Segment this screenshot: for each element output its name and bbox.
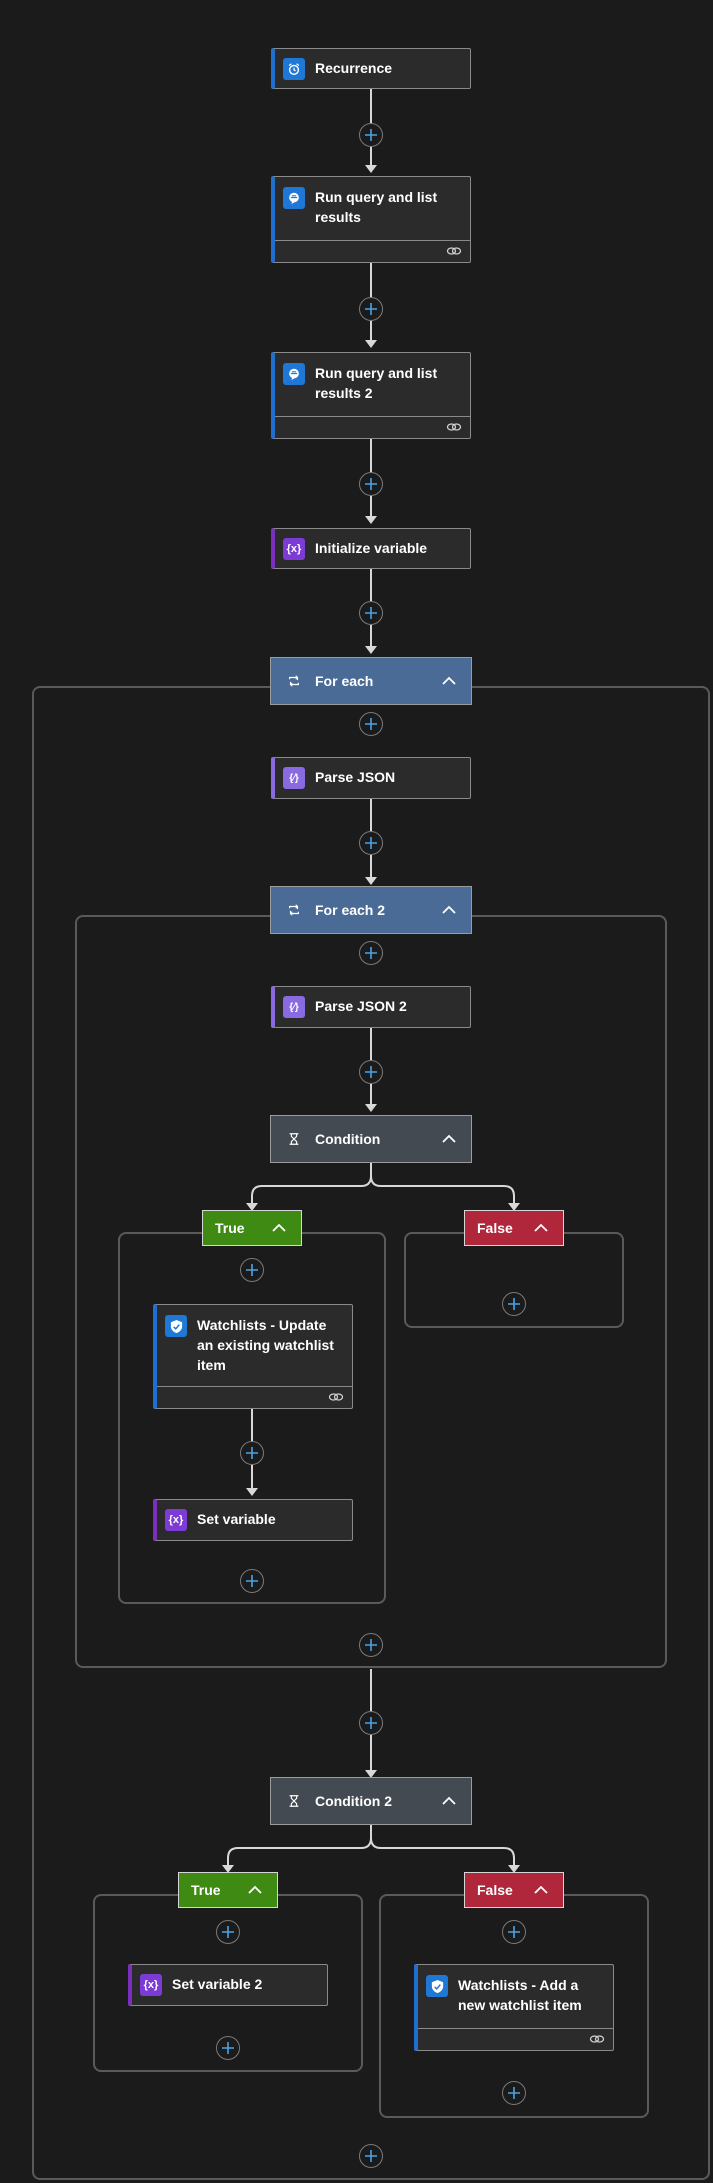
parse-json-2-step[interactable]: {⁄} Parse JSON 2 [271,986,471,1028]
set-variable-2-step[interactable]: {x} Set variable 2 [128,1964,328,2006]
condition-2-true-branch-header[interactable]: True [178,1872,278,1908]
connection-link-icon[interactable] [589,2033,605,2045]
branch-label: True [215,1220,245,1236]
chevron-up-icon[interactable] [441,1134,457,1144]
insert-step-button[interactable] [359,297,383,321]
initialize-variable-step[interactable]: {x} Initialize variable [271,528,471,569]
insert-step-button[interactable] [216,2036,240,2060]
insert-step-button[interactable] [240,1441,264,1465]
connection-footer [418,2028,613,2050]
branch-label: True [191,1882,221,1898]
chevron-up-icon[interactable] [441,676,457,686]
step-title: Run query and list results [315,189,438,225]
parse-json-step[interactable]: {⁄} Parse JSON [271,757,471,799]
insert-step-button[interactable] [359,123,383,147]
step-title: Initialize variable [315,540,428,556]
insert-step-button[interactable] [240,1569,264,1593]
insert-step-button[interactable] [502,2081,526,2105]
branch-label: False [477,1220,513,1236]
insert-step-button[interactable] [502,1920,526,1944]
chevron-up-icon[interactable] [247,1885,263,1895]
scope-title: For each [315,673,374,689]
condition-icon [289,1795,299,1807]
condition-scope-header[interactable]: Condition [270,1115,472,1163]
scope-title: Condition [315,1131,381,1147]
insert-step-button[interactable] [502,1292,526,1316]
condition-icon [289,1133,299,1145]
run-query-and-list-results-step[interactable]: Run query and list results [271,176,471,263]
for-each-scope-header[interactable]: For each [270,657,472,705]
watchlists-update-item-step[interactable]: Watchlists - Update an existing watchlis… [153,1304,353,1409]
chevron-up-icon[interactable] [441,1796,457,1806]
step-title: Set variable [197,1511,276,1527]
chevron-up-icon[interactable] [441,905,457,915]
condition-2-scope-header[interactable]: Condition 2 [270,1777,472,1825]
condition-2-false-branch-header[interactable]: False [464,1872,564,1908]
json-icon: {⁄} [283,767,305,789]
chevron-up-icon[interactable] [533,1223,549,1233]
step-title: Watchlists - Update an existing watchlis… [197,1317,334,1373]
step-title: Parse JSON [315,769,396,785]
sentinel-shield-icon [165,1315,187,1337]
scope-title: For each 2 [315,902,386,918]
chevron-up-icon[interactable] [271,1223,287,1233]
insert-step-button[interactable] [359,1060,383,1084]
insert-step-button[interactable] [216,1920,240,1944]
condition-true-branch-header[interactable]: True [202,1210,302,1246]
log-analytics-icon [283,363,305,385]
insert-step-button[interactable] [359,1633,383,1657]
insert-step-button[interactable] [359,831,383,855]
step-title: Run query and list results 2 [315,365,438,401]
loop-icon [289,904,299,916]
step-title: Recurrence [315,60,393,76]
connection-link-icon[interactable] [446,421,462,433]
variable-icon: {x} [140,1974,162,1996]
condition-true-branch-container [118,1232,386,1604]
connection-link-icon[interactable] [328,1391,344,1403]
log-analytics-icon [283,187,305,209]
json-icon: {⁄} [283,996,305,1018]
step-title: Set variable 2 [172,1976,263,1992]
condition-false-branch-header[interactable]: False [464,1210,564,1246]
connection-footer [275,240,470,262]
insert-step-button[interactable] [240,1258,264,1282]
insert-step-button[interactable] [359,472,383,496]
variable-icon: {x} [165,1509,187,1531]
recurrence-step[interactable]: Recurrence [271,48,471,89]
alarm-clock-icon [283,58,305,80]
insert-step-button[interactable] [359,1711,383,1735]
sentinel-shield-icon [426,1975,448,1997]
variable-icon: {x} [283,538,305,560]
connection-link-icon[interactable] [446,245,462,257]
watchlists-add-item-step[interactable]: Watchlists - Add a new watchlist item [414,1964,614,2051]
step-title: Parse JSON 2 [315,998,407,1014]
insert-step-button[interactable] [359,941,383,965]
branch-label: False [477,1882,513,1898]
set-variable-step[interactable]: {x} Set variable [153,1499,353,1541]
run-query-and-list-results-2-step[interactable]: Run query and list results 2 [271,352,471,439]
loop-icon [289,675,299,687]
insert-step-button[interactable] [359,601,383,625]
for-each-2-scope-header[interactable]: For each 2 [270,886,472,934]
insert-step-button[interactable] [359,712,383,736]
connection-footer [157,1386,352,1408]
connection-footer [275,416,470,438]
step-title: Watchlists - Add a new watchlist item [458,1977,582,2013]
insert-step-button[interactable] [359,2144,383,2168]
scope-title: Condition 2 [315,1793,392,1809]
chevron-up-icon[interactable] [533,1885,549,1895]
